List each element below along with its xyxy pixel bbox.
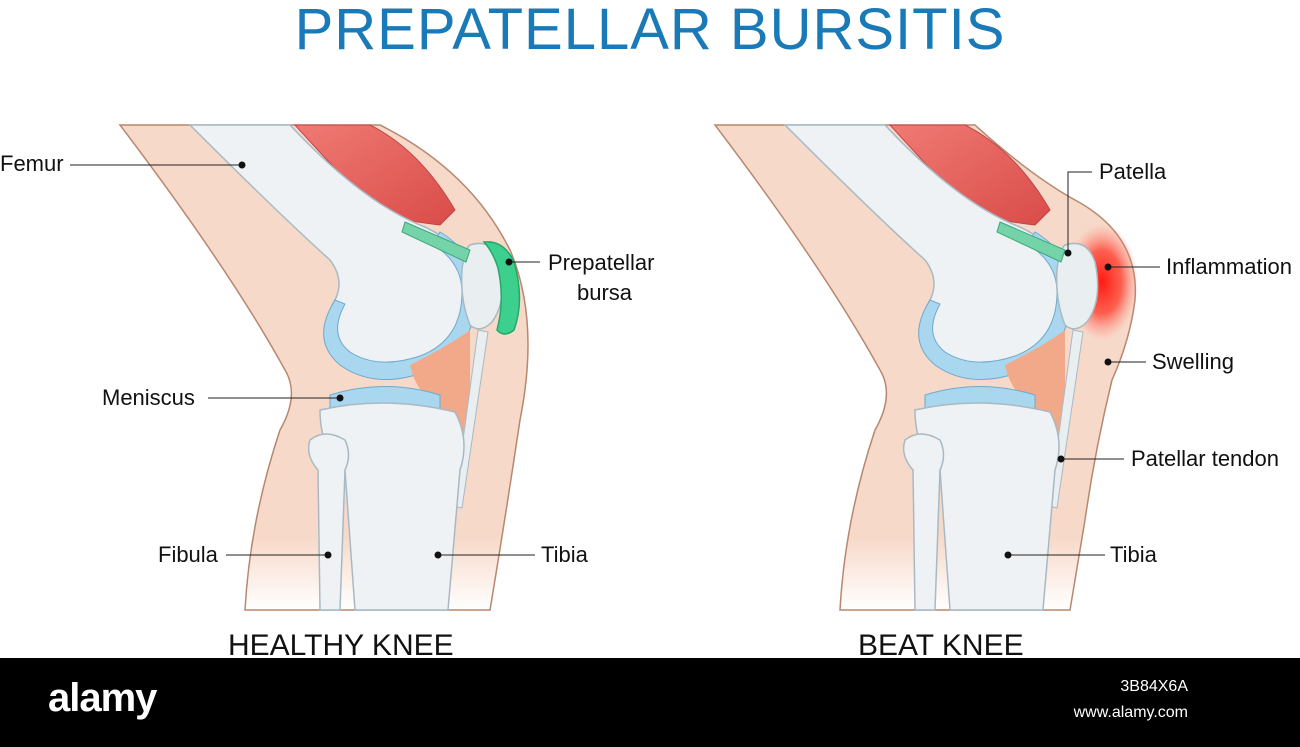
- page-title: PREPATELLAR BURSITIS: [294, 0, 1006, 62]
- site-url: www.alamy.com: [1073, 704, 1188, 721]
- healthy-knee-illustration: [70, 124, 540, 611]
- alamy-logo: alamy: [48, 676, 157, 720]
- label-swelling: Swelling: [1152, 349, 1234, 374]
- healthy-quad-tendon: [401, 221, 471, 263]
- label-meniscus: Meniscus: [102, 385, 195, 410]
- label-patellar-tendon: Patellar tendon: [1131, 446, 1279, 471]
- beat-quad-tendon: [996, 221, 1066, 263]
- label-femur: Femur: [0, 151, 64, 176]
- caption-beat-knee: BEAT KNEE: [858, 629, 1024, 662]
- caption-healthy-knee: HEALTHY KNEE: [228, 629, 454, 662]
- label-tibia-left: Tibia: [541, 542, 588, 567]
- label-patella: Patella: [1099, 159, 1167, 184]
- label-fibula: Fibula: [158, 542, 218, 567]
- label-tibia-right: Tibia: [1110, 542, 1157, 567]
- beat-fibula: [902, 433, 945, 611]
- beat-femoral-cartilage: [918, 231, 1072, 381]
- image-id: 3B84X6A: [1120, 678, 1188, 695]
- beat-patella: [1055, 242, 1099, 330]
- label-prepatellar-bursa-line1: Prepatellar: [548, 250, 655, 275]
- beat-knee-illustration: [713, 124, 1160, 611]
- label-prepatellar-bursa-line2: bursa: [577, 280, 633, 305]
- watermark-bar: alamy 3B84X6A www.alamy.com: [0, 658, 1300, 747]
- knee-diagram: [70, 124, 1160, 611]
- healthy-femoral-cartilage: [323, 231, 477, 381]
- healthy-fibula: [307, 433, 350, 611]
- label-inflammation: Inflammation: [1166, 254, 1292, 279]
